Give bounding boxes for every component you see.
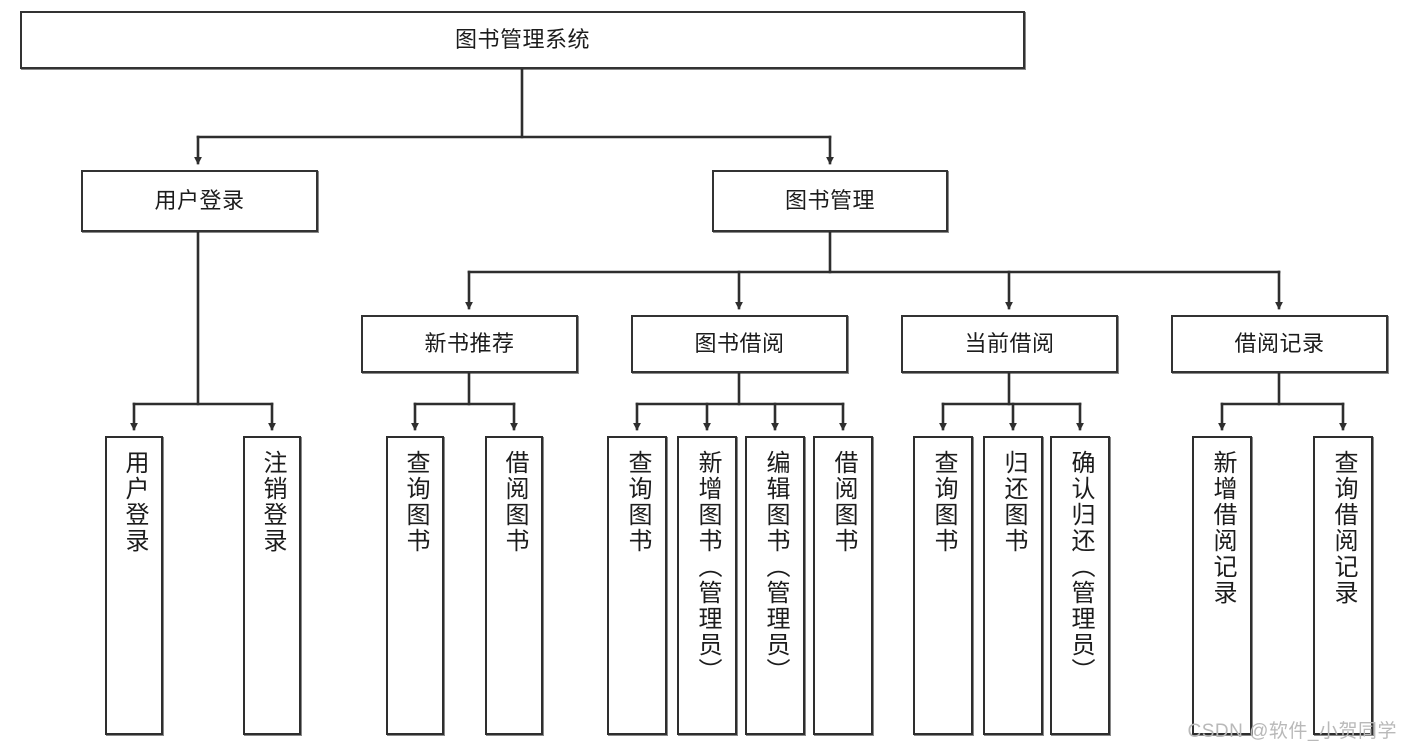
- node-root-label: 图书管理系统: [454, 27, 590, 53]
- node-leaf-edit-book-label: 编辑图书（管理员）: [762, 450, 789, 684]
- node-leaf-add-record-label: 新增借阅记录: [1209, 450, 1236, 606]
- node-leaf-query-book-2-label: 查询图书: [624, 450, 651, 554]
- node-book-manage-label: 图书管理: [784, 188, 875, 214]
- node-leaf-query-book-1[interactable]: 查询图书: [386, 436, 444, 735]
- node-leaf-user-login-label: 用户登录: [121, 450, 148, 554]
- node-borrow-record[interactable]: 借阅记录: [1171, 315, 1388, 373]
- node-root[interactable]: 图书管理系统: [20, 11, 1025, 69]
- node-leaf-borrow-book-2[interactable]: 借阅图书: [813, 436, 873, 735]
- node-leaf-query-record[interactable]: 查询借阅记录: [1313, 436, 1373, 735]
- node-leaf-query-record-label: 查询借阅记录: [1330, 450, 1357, 606]
- node-new-book-recommend-label: 新书推荐: [424, 331, 515, 357]
- csdn-watermark: CSDN @软件_小贺同学: [1187, 721, 1397, 742]
- node-leaf-user-login[interactable]: 用户登录: [105, 436, 163, 735]
- node-leaf-query-book-2[interactable]: 查询图书: [607, 436, 667, 735]
- node-leaf-add-record[interactable]: 新增借阅记录: [1192, 436, 1252, 735]
- node-new-book-recommend[interactable]: 新书推荐: [361, 315, 578, 373]
- node-leaf-borrow-book-2-label: 借阅图书: [830, 450, 857, 554]
- node-leaf-user-logout[interactable]: 注销登录: [243, 436, 301, 735]
- node-leaf-add-book[interactable]: 新增图书（管理员）: [677, 436, 737, 735]
- node-user-login[interactable]: 用户登录: [81, 170, 318, 232]
- node-current-borrow-label: 当前借阅: [964, 331, 1055, 357]
- node-leaf-add-book-label: 新增图书（管理员）: [694, 450, 721, 684]
- node-leaf-user-logout-label: 注销登录: [259, 450, 286, 554]
- node-leaf-confirm-return[interactable]: 确认归还（管理员）: [1050, 436, 1110, 735]
- node-leaf-return-book-label: 归还图书: [1000, 450, 1027, 554]
- node-leaf-edit-book[interactable]: 编辑图书（管理员）: [745, 436, 805, 735]
- node-leaf-borrow-book-1[interactable]: 借阅图书: [485, 436, 543, 735]
- node-borrow-record-label: 借阅记录: [1234, 331, 1325, 357]
- node-book-manage[interactable]: 图书管理: [712, 170, 948, 232]
- node-leaf-query-book-1-label: 查询图书: [402, 450, 429, 554]
- node-current-borrow[interactable]: 当前借阅: [901, 315, 1118, 373]
- node-leaf-borrow-book-1-label: 借阅图书: [501, 450, 528, 554]
- node-leaf-query-book-3-label: 查询图书: [930, 450, 957, 554]
- node-book-borrow[interactable]: 图书借阅: [631, 315, 848, 373]
- node-book-borrow-label: 图书借阅: [694, 331, 785, 357]
- node-leaf-return-book[interactable]: 归还图书: [983, 436, 1043, 735]
- node-leaf-query-book-3[interactable]: 查询图书: [913, 436, 973, 735]
- node-user-login-label: 用户登录: [154, 188, 245, 214]
- node-leaf-confirm-return-label: 确认归还（管理员）: [1067, 450, 1094, 684]
